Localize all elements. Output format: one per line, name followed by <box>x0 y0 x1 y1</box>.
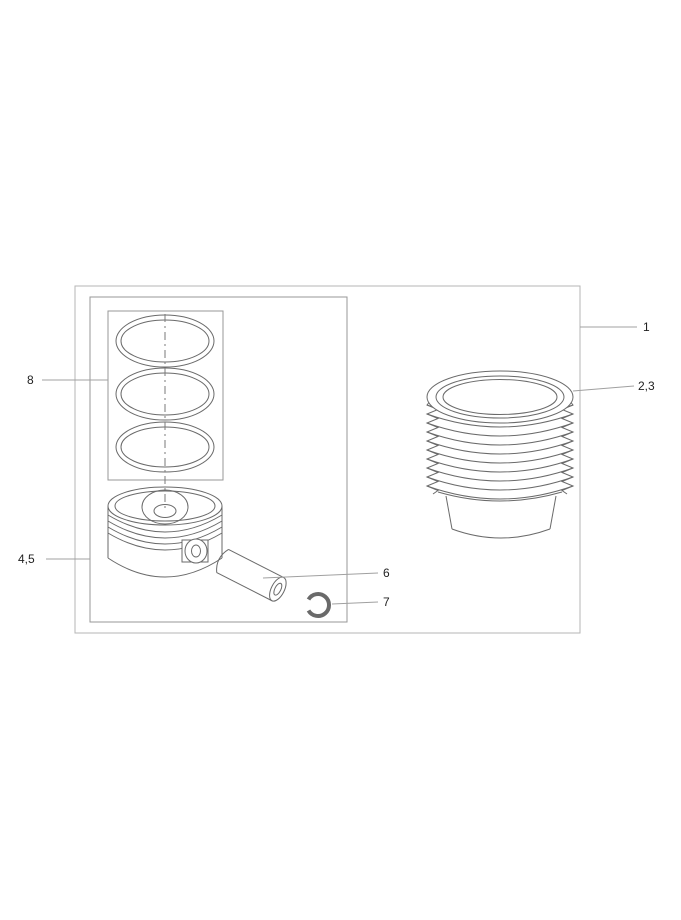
outer-frame <box>74 285 581 634</box>
leader-line-6 <box>262 572 379 579</box>
piston-drawing <box>107 486 223 578</box>
callout-2-3: 2,3 <box>638 379 655 393</box>
cylinder-drawing <box>425 370 575 539</box>
circlip-drawing <box>306 592 331 618</box>
ring-groove <box>107 526 223 545</box>
pin-boss <box>181 538 209 564</box>
piston-ring-1 <box>115 314 215 368</box>
leader-line-7 <box>331 601 379 605</box>
subassembly-box <box>89 296 348 623</box>
leader-lines <box>42 326 637 605</box>
ring-groove <box>107 520 223 539</box>
cylinder-bore-rim <box>426 370 574 424</box>
fin-edge-right <box>560 399 575 495</box>
piston-pin-drawing <box>216 548 287 602</box>
piston-skirt <box>107 557 223 578</box>
ring-groove <box>107 514 223 533</box>
ring-groove <box>107 532 223 551</box>
cylinder-skirt <box>437 491 563 539</box>
callout-4-5: 4,5 <box>18 552 35 566</box>
leader-line-2-3 <box>572 385 635 392</box>
callout-1: 1 <box>643 320 650 334</box>
callout-7: 7 <box>383 595 390 609</box>
cooling-fins <box>425 399 575 500</box>
callout-8: 8 <box>27 373 34 387</box>
fin-edge-left <box>425 399 440 495</box>
callout-6: 6 <box>383 566 390 580</box>
